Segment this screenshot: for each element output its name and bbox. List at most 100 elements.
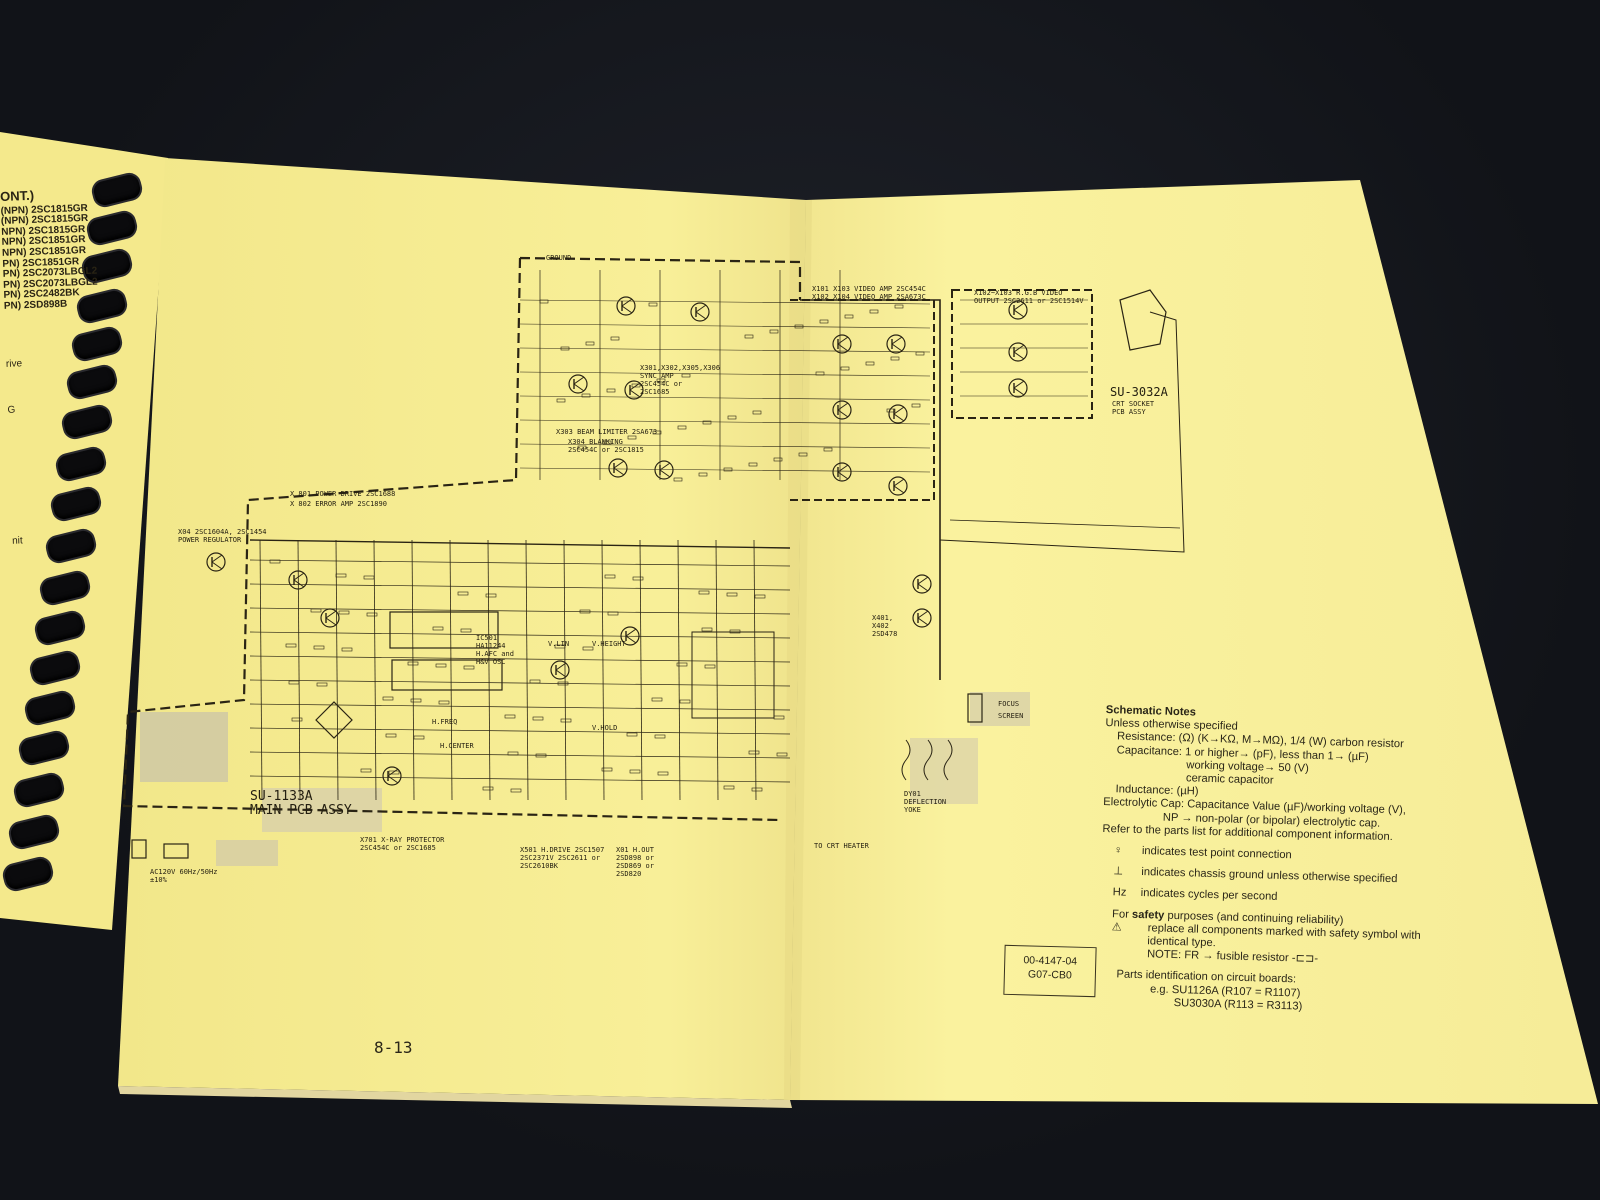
circuit-trace [249, 775, 791, 783]
circuit-trace [249, 655, 791, 663]
circuit-trace [519, 443, 931, 449]
crt-cable [949, 519, 1181, 529]
resistor-symbol [582, 646, 594, 651]
transistor-symbol [568, 374, 588, 394]
video-amp-label-1: X101 X103 VIDEO AMP 2SC454C [812, 285, 926, 293]
safety-word: safety [1131, 908, 1165, 922]
ground-label: GROUND [546, 254, 572, 262]
resistor-symbol [754, 594, 766, 599]
resistor-symbol [507, 751, 519, 756]
focus-label: FOCUS [998, 700, 1020, 708]
schematic-notes: Schematic Notes Unless otherwise specifi… [1098, 704, 1486, 1019]
circuit-trace [613, 467, 625, 476]
resistor-symbol [560, 718, 572, 723]
test-point-icon: ♀ [1113, 844, 1123, 857]
circuit-trace [1013, 309, 1025, 318]
focus-screen-block [967, 693, 983, 723]
transistor-symbol [832, 400, 852, 420]
ic501-label: IC501 HA11244 H.AFC and H&V OSC [476, 634, 514, 666]
resistor-symbol [535, 753, 547, 758]
resistor-symbol [529, 679, 541, 684]
h-drive-label: X501 H.DRIVE 2SC1507 2SC2371V 2SC2611 or… [520, 846, 605, 870]
note-line: For [1111, 907, 1133, 921]
yoke-coils [901, 739, 953, 781]
resistor-symbol [776, 752, 788, 757]
circuit-trace [893, 485, 905, 494]
resistor-symbol [819, 319, 829, 324]
circuit-trace [837, 471, 849, 480]
screen-label: SCREEN [998, 712, 1024, 720]
resistor-symbol [581, 393, 591, 398]
transistor-symbol [288, 570, 308, 590]
fusible-resistor-icon: -⊏⊐- [1291, 952, 1319, 966]
safety-warning-icon: ⚠ [1111, 921, 1122, 934]
ac-plug [163, 843, 189, 859]
circuit-trace [519, 347, 931, 353]
crt-pcb-label-2: CRT SOCKET [1112, 400, 1155, 408]
resistor-symbol [539, 299, 549, 304]
circuit-trace [629, 389, 641, 398]
circuit-trace [625, 635, 637, 644]
right-page [790, 180, 1598, 1104]
circuit-trace [325, 617, 337, 626]
circuit-trace [211, 561, 223, 570]
resistor-symbol [751, 787, 763, 792]
circuit-trace [249, 607, 791, 615]
power-regulator-label: X04 2SC1604A, 2SC1454 POWER REGULATOR [178, 528, 267, 544]
circuit-trace [837, 343, 849, 352]
resistor-symbol [727, 415, 737, 420]
circuit-trace [293, 579, 305, 588]
resistor-symbol [652, 430, 662, 435]
v-hold-label: V.HOLD [592, 724, 618, 732]
resistor-symbol [681, 373, 691, 378]
circuit-trace [659, 462, 671, 471]
resistor-symbol [341, 647, 353, 652]
circuit-trace [525, 539, 529, 801]
code-line-2: G07-CB0 [1027, 968, 1072, 982]
resistor-symbol [360, 768, 372, 773]
circuit-trace [1013, 351, 1025, 360]
transistor-symbol [1008, 342, 1028, 362]
circuit-trace [621, 298, 633, 307]
resistor-symbol [890, 356, 900, 361]
circuit-trace [519, 371, 931, 377]
power-drive-label: X 801 POWER DRIVE 2SC1688 [290, 490, 396, 498]
resistor-symbol [894, 304, 904, 309]
circuit-trace [555, 669, 567, 678]
error-amp-label: X 802 ERROR AMP 2SC1890 [290, 500, 387, 508]
resistor-symbol [865, 361, 875, 366]
circuit-trace [695, 304, 707, 313]
power-bus [800, 299, 941, 680]
resistor-symbol [607, 611, 619, 616]
resistor-symbol [729, 629, 741, 634]
transistor-symbol [654, 460, 674, 480]
h-center-label: H.CENTER [440, 742, 474, 750]
resistor-symbol [385, 733, 397, 738]
resistor-symbol [629, 769, 641, 774]
circuit-trace [519, 299, 931, 305]
video-amp-label-2: X102 X104 VIDEO AMP 2SA673C [812, 293, 926, 301]
crt-pcb-label-1: SU-3032A [1110, 385, 1168, 399]
circuit-trace [917, 610, 929, 619]
sync-amp-label: X301,X302,X305,X306 SYNC AMP 2SC454C or … [640, 364, 721, 396]
resistor-symbol [679, 699, 691, 704]
resistor-symbol [702, 420, 712, 425]
circuit-trace [211, 554, 223, 563]
resistor-symbol [648, 302, 658, 307]
resistor-symbol [556, 398, 566, 403]
transistor-symbol [886, 334, 906, 354]
page-number: 8-13 [374, 1038, 413, 1057]
resistor-symbol [316, 682, 328, 687]
xray-protector-label: X701 X-RAY PROTECTOR 2SC454C or 2SC1685 [360, 836, 445, 852]
rgb-output-label: X102~X103 R.G.B VIDEO OUTPUT 2SC2611 or … [974, 289, 1084, 305]
circuit-trace [249, 583, 791, 591]
circuit-trace [387, 775, 399, 784]
h-freq-label: H.FREQ [432, 718, 458, 726]
resistor-symbol [388, 770, 400, 775]
circuit-trace [601, 539, 605, 801]
resistor-symbol [823, 447, 833, 452]
ic-block [691, 631, 775, 719]
resistor-symbol [698, 472, 708, 477]
transistor-symbol [616, 296, 636, 316]
